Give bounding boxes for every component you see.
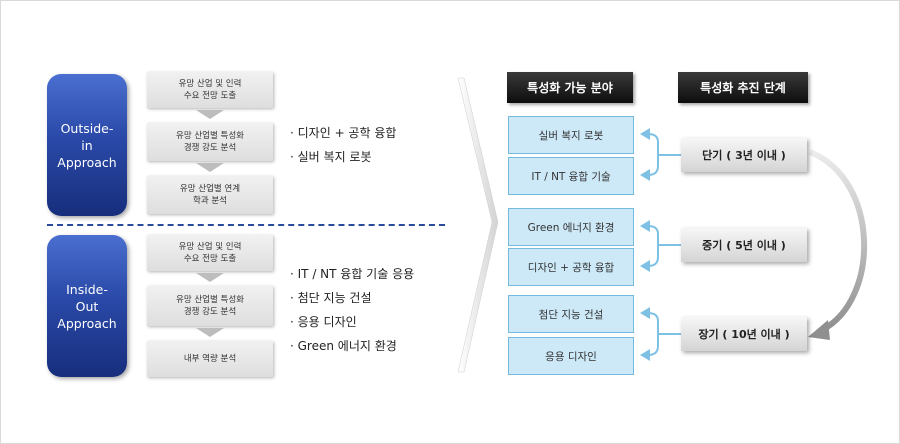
stage-long-term: 장기 ( 10년 이내 ) [681,317,807,351]
approach-label-line: in [81,137,93,153]
outside-step-1: 유망 산업 및 인력 수요 전망 도출 [147,72,273,108]
step-text: 학과 분석 [193,196,227,206]
step-text: 경쟁 강도 분석 [183,143,237,153]
result-item: · 실버 복지 로봇 [290,150,372,164]
step-text: 유망 산업 및 인력 [178,242,242,252]
step-text: 수요 전망 도출 [183,91,237,101]
step-text: 수요 전망 도출 [183,254,237,264]
step-text: 유망 산업별 특성화 [176,295,244,305]
approach-label-line: Approach [57,315,117,331]
section-divider [47,224,445,226]
big-chevron-arrow-icon [457,77,499,373]
inside-step-2: 유망 산업별 특성화 경쟁 강도 분석 [147,286,273,326]
result-item: · 디자인 + 공학 융합 [290,126,397,140]
field-item: 응용 디자인 [508,337,634,375]
stage-mid-term: 중기 ( 5년 이내 ) [681,228,807,262]
fields-header: 특성화 가능 분야 [507,72,633,103]
inside-out-approach-box: Inside- Out Approach [47,235,127,377]
field-item: 디자인 + 공학 융합 [508,248,634,286]
approach-label-line: Approach [57,154,117,170]
down-arrow-icon [196,163,224,172]
result-item: · 응용 디자인 [290,315,357,329]
result-item: · 첨단 지능 건설 [290,291,372,305]
field-item: 첨단 지능 건설 [508,295,634,333]
outside-results-list: · 디자인 + 공학 융합 · 실버 복지 로봇 [290,121,396,169]
field-item: 실버 복지 로봇 [508,116,634,154]
step-text: 유망 산업별 연계 [179,184,241,194]
field-item: Green 에너지 환경 [508,208,634,246]
bracket-arrowheads [640,128,650,361]
step-text: 경쟁 강도 분석 [183,307,237,317]
down-arrow-icon [196,273,224,282]
bracket-connectors [647,133,681,356]
outside-in-approach-box: Outside- in Approach [47,74,127,216]
approach-label-line: Out [75,298,99,314]
outside-step-3: 유망 산업별 연계 학과 분석 [147,176,273,214]
down-arrow-icon [196,110,224,119]
inside-results-list: · IT / NT 융합 기술 응용 · 첨단 지능 건설 · 응용 디자인 ·… [290,262,414,358]
inside-step-1: 유망 산업 및 인력 수요 전망 도출 [147,235,273,271]
inside-step-3: 내부 역량 분석 [147,341,273,377]
result-item: · Green 에너지 환경 [290,339,397,353]
approach-label-line: Inside- [66,281,108,297]
result-item: · IT / NT 융합 기술 응용 [290,267,415,281]
step-text: 내부 역량 분석 [183,354,237,364]
step-text: 유망 산업 및 인력 [178,79,242,89]
outside-step-2: 유망 산업별 특성화 경쟁 강도 분석 [147,123,273,161]
curved-progress-arrow-icon [808,149,868,333]
approach-label-line: Outside- [60,120,114,136]
stage-short-term: 단기 ( 3년 이내 ) [681,138,807,172]
field-item: IT / NT 융합 기술 [508,157,634,195]
down-arrow-icon [196,328,224,337]
step-text: 유망 산업별 특성화 [176,131,244,141]
stages-header: 특성화 추진 단계 [678,72,808,103]
